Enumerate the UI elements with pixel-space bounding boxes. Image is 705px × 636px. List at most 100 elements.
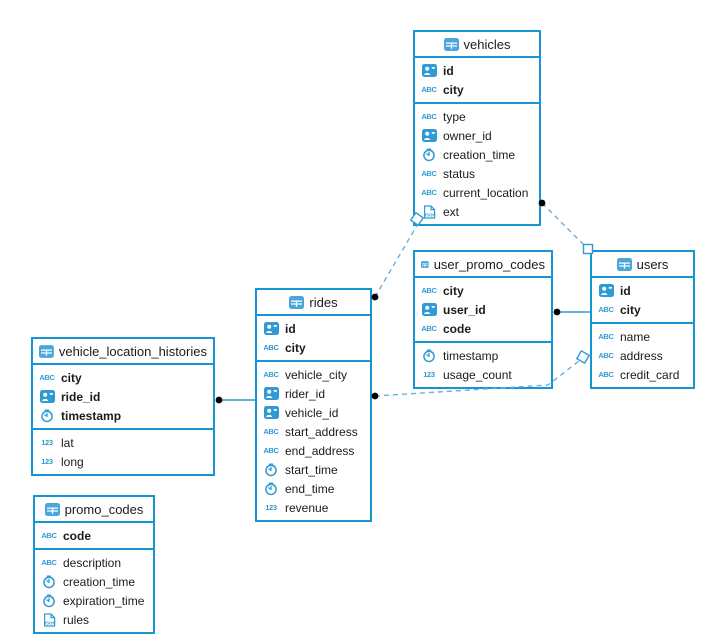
column-row-creation_time[interactable]: creation_time — [35, 572, 153, 591]
table-title: users — [636, 256, 669, 272]
uuid-type-icon — [421, 303, 437, 316]
relationship-vehicle_location_histories-rides[interactable] — [215, 396, 255, 404]
string-type-icon: ABC — [421, 111, 437, 121]
table-header-vehicles[interactable]: vehicles — [415, 32, 539, 58]
string-type-icon: ABC — [598, 304, 614, 314]
json-type-icon: JSON — [423, 204, 435, 219]
string-type-icon: ABC — [421, 323, 437, 333]
svg-text:JSON: JSON — [423, 212, 435, 217]
string-type-icon: ABC — [41, 557, 57, 567]
uuid-type-icon — [263, 406, 279, 419]
timestamp-type-icon — [43, 575, 55, 588]
table-icon — [421, 260, 429, 268]
column-name: city — [443, 82, 464, 97]
column-name: lat — [61, 435, 74, 450]
column-row-id[interactable]: id — [257, 319, 370, 338]
column-name: user_id — [443, 302, 486, 317]
column-name: vehicle_city — [285, 367, 348, 382]
number-type-icon: 123 — [265, 502, 277, 512]
column-row-start_time[interactable]: start_time — [257, 460, 370, 479]
column-row-type[interactable]: ABC type — [415, 107, 539, 126]
column-name: ext — [443, 204, 460, 219]
column-name: city — [61, 370, 82, 385]
column-row-revenue[interactable]: 123 revenue — [257, 498, 370, 517]
relationship-vehicles-users[interactable] — [538, 199, 594, 255]
table-header-user_promo_codes[interactable]: user_promo_codes — [415, 252, 551, 278]
table-header-rides[interactable]: rides — [257, 290, 370, 316]
column-row-creation_time[interactable]: creation_time — [415, 145, 539, 164]
many-end-dot — [371, 392, 379, 400]
timestamp-type-icon — [265, 482, 277, 495]
table-header-promo_codes[interactable]: promo_codes — [35, 497, 153, 523]
table-header-users[interactable]: users — [592, 252, 693, 278]
string-type-icon: ABC — [39, 372, 55, 382]
uuid-type-icon — [39, 390, 55, 403]
column-row-ext[interactable]: JSON ext — [415, 202, 539, 221]
column-name: address — [620, 348, 663, 363]
table-header-vehicle_location_histories[interactable]: vehicle_location_histories — [33, 339, 213, 365]
column-row-id[interactable]: id — [415, 61, 539, 80]
table-title: rides — [309, 294, 338, 310]
table-title: user_promo_codes — [433, 256, 545, 272]
string-type-icon: ABC — [421, 168, 437, 178]
column-row-city[interactable]: ABC city — [33, 368, 213, 387]
column-row-city[interactable]: ABC city — [415, 80, 539, 99]
timestamp-type-icon — [43, 594, 55, 607]
column-row-timestamp[interactable]: timestamp — [33, 406, 213, 425]
column-name: end_time — [285, 481, 335, 496]
svg-text:JSON: JSON — [43, 620, 55, 625]
uuid-type-icon — [421, 129, 437, 142]
column-row-name[interactable]: ABC name — [592, 327, 693, 346]
column-name: revenue — [285, 500, 329, 515]
string-type-icon: ABC — [421, 84, 437, 94]
column-row-end_time[interactable]: end_time — [257, 479, 370, 498]
column-name: city — [285, 340, 306, 355]
column-row-rider_id[interactable]: rider_id — [257, 384, 370, 403]
column-name: name — [620, 329, 651, 344]
relationship-user_promo_codes-users[interactable] — [553, 308, 590, 316]
column-name: start_address — [285, 424, 358, 439]
column-row-ride_id[interactable]: ride_id — [33, 387, 213, 406]
column-row-timestamp[interactable]: timestamp — [415, 346, 551, 365]
column-name: type — [443, 109, 466, 124]
timestamp-type-icon — [41, 409, 53, 422]
column-row-vehicle_id[interactable]: vehicle_id — [257, 403, 370, 422]
string-type-icon: ABC — [598, 331, 614, 341]
column-row-owner_id[interactable]: owner_id — [415, 126, 539, 145]
column-row-expiration_time[interactable]: expiration_time — [35, 591, 153, 610]
one-end-diamond-marker — [575, 349, 591, 365]
column-row-id[interactable]: id — [592, 281, 693, 300]
column-name: end_address — [285, 443, 355, 458]
column-name: city — [443, 283, 464, 298]
table-title: vehicles — [463, 36, 511, 52]
column-row-user_id[interactable]: user_id — [415, 300, 551, 319]
